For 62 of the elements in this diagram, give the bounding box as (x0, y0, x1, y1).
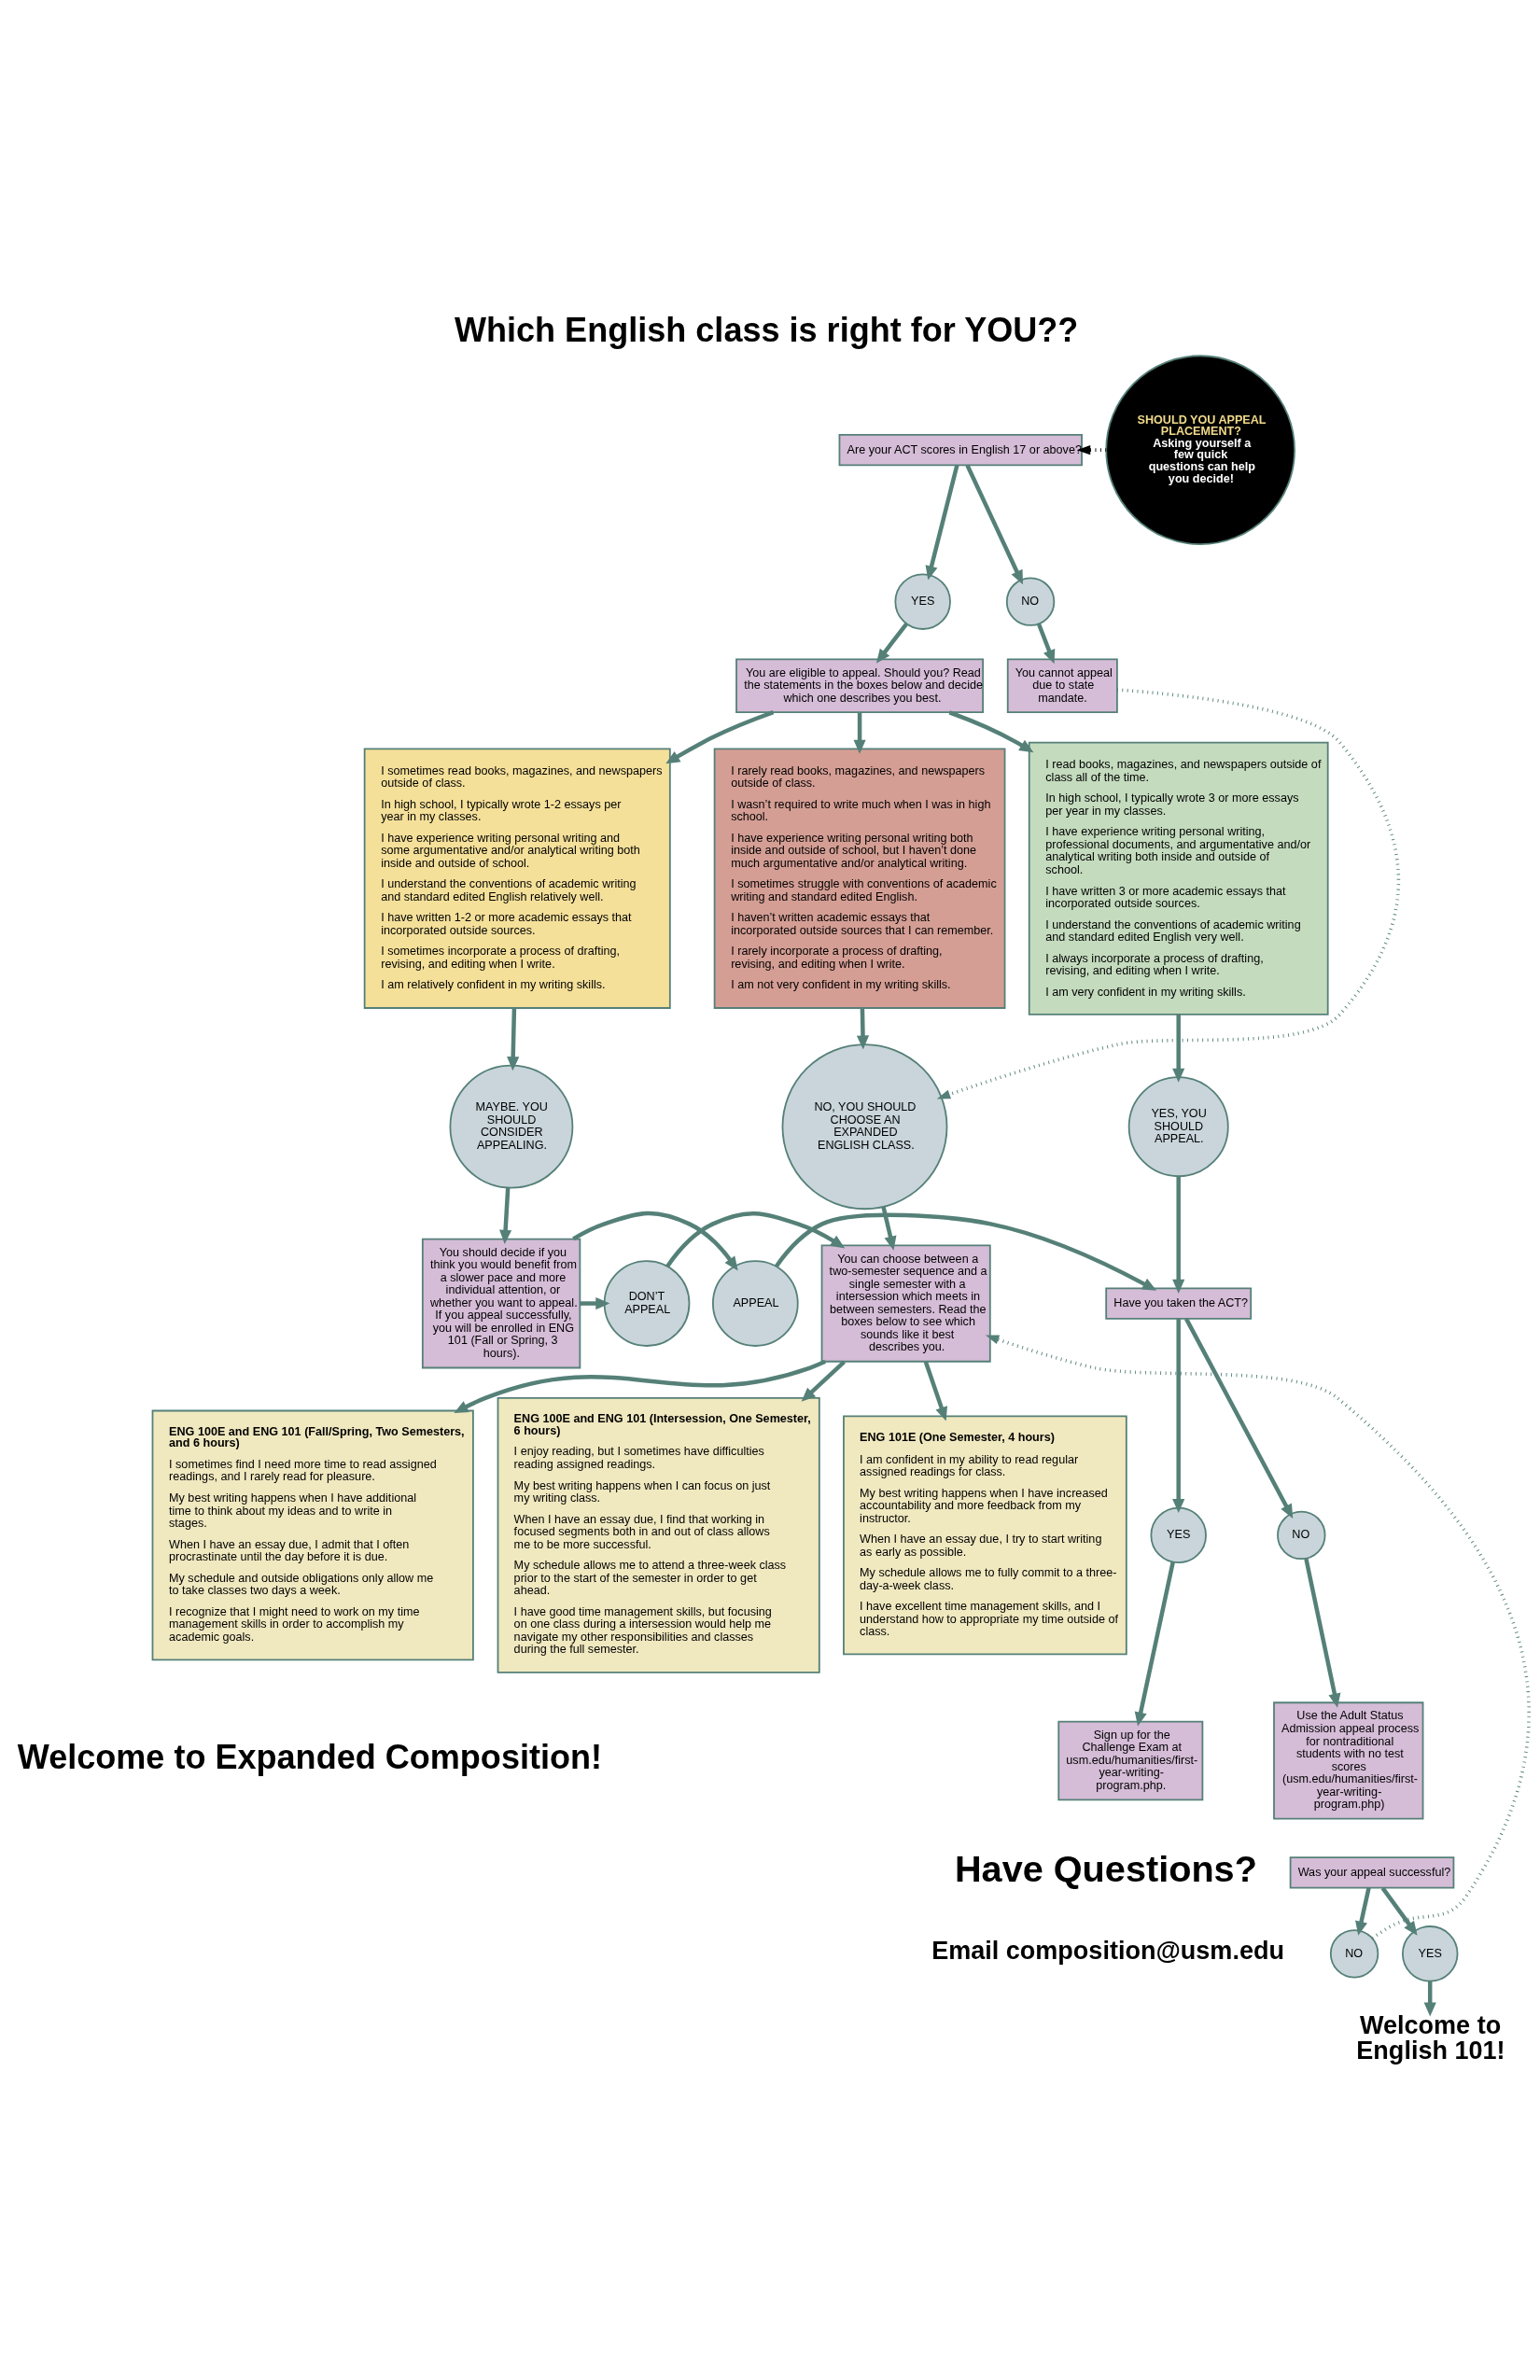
node-box: ENG 101E (One Semester, 4 hours) I am confident in my ability to read regular assigned readings for class. My best writing happens when I have increased accountability and more feedback from my instructor. When I have an essay due, I try to start writing as early as possible. My schedule allows me to fully commit to a three-day-a-week class. I have excellent time management skills, and I understand how to appropriate my time outside of class. (843, 1414, 1127, 1655)
node-text: Welcome to English 101! (1356, 2010, 1505, 2065)
label: Have Questions? (954, 1847, 1257, 1889)
node-circle: YES (894, 572, 951, 630)
arrow (454, 1359, 827, 1413)
arrow (853, 711, 866, 754)
arrow (1304, 1558, 1341, 1708)
arrow (665, 709, 775, 763)
arrow (1172, 1014, 1185, 1083)
node-box: Use the Adult Status Admission appeal process for nontraditional students with no test scores (usm.edu/humanities/first-year-writing-program.php) (1273, 1701, 1424, 1820)
arrow (1380, 1886, 1418, 1936)
arrow (985, 1334, 1531, 1939)
node-circle: NO (1329, 1928, 1379, 1979)
label: Welcome to Expanded Composition! (17, 1737, 603, 1776)
arrow (1423, 1981, 1436, 2017)
node-circle: YES (1150, 1506, 1207, 1563)
node-circle: DON’T APPEAL (603, 1259, 691, 1347)
node-circle: MAYBE. YOU SHOULD CONSIDER APPEALING. (449, 1064, 574, 1189)
node-box: ENG 100E and ENG 101 (Intersession, One Semester, 6 hours) I enjoy reading, but I sometimes have difficulties reading assigned readings. My best writing happens when I can focus on just my writing class. When I have an essay due, I find that working in focused segments both in and out of class allows me to be more successful. My schedule allows me to attend a three-week class prior to the start of the semester in order to get ahead. I have good time management skills, but focusing on one class during a intersession would help me navigate my other responsibilities and classes during the full semester. (497, 1396, 820, 1673)
arrow (1036, 623, 1056, 664)
arrow (580, 1296, 610, 1309)
arrow (665, 1211, 846, 1267)
node-box: Are your ACT scores in English 17 or above? (838, 433, 1083, 466)
node-circle: APPEAL (712, 1259, 799, 1347)
node-box: You should decide if you think you would benefit from a slower pace and more individual attention, or whether you want to appeal. If you appeal successfully, you will be enrolled in ENG 101 (Fall or Spring, 3 hours). (421, 1238, 581, 1368)
arrow (875, 622, 909, 664)
node-circle: YES (1401, 1925, 1459, 1982)
node-box: You cannot appeal due to state mandate. (1006, 658, 1118, 713)
arrow (936, 687, 1401, 1099)
arrow (965, 464, 1023, 584)
node-box: I rarely read books, magazines, and newspapers outside of class. I wasn’t required to write much when I was in high school. I have experience writing personal writing both inside and outside of school, but I haven’t done much argumentative and/or analytical writing. I sometimes struggle with conventions of academic writing and standard edited English. I haven’t written academic essays that incorporated outside sources that I can remember. I rarely incorporate a process of drafting, revising, and editing when I write. I am not very confident in my writing skills. (713, 748, 1006, 1009)
arrow (774, 1212, 1157, 1291)
node-box: You can choose between a two-semester sequence and a single semester with a intersession which meets in between semesters. Read the boxes below to see which sounds like it best describes you. (820, 1243, 991, 1363)
arrow (1355, 1886, 1371, 1936)
arrow (856, 1007, 870, 1050)
arrow (948, 709, 1034, 752)
node-circle: SHOULD YOU APPEAL PLACEMENT? Asking yourself a few quick questions can help you decide! (1105, 354, 1295, 545)
node-box: You are eligible to appeal. Should you? Read the statements in the boxes below and decide which one describes you best. (735, 658, 985, 713)
node-box: Have you taken the ACT? (1105, 1286, 1253, 1320)
node-box: I read books, magazines, and newspapers outside of class all of the time. In high school, I typically wrote 3 or more essays per year in my classes. I have experience writing personal writing, professional documents, and argumentative and/or analytical writing both inside and outside of school. I have written 3 or more academic essays that incorporated outside sources. I understand the conventions of academic writing and standard edited English very well. I always incorporate a process of drafting, revising, and editing when I write. I am very confident in my writing skills. (1028, 741, 1329, 1015)
diagram-title: Which English class is right for YOU?? (454, 310, 1079, 349)
node-box: ENG 100E and ENG 101 (Fall/Spring, Two Semesters, and 6 hours) I sometimes find I need more time to read assigned readings, and I rarely read for pleasure. My best writing happens when I have additional time to think about my ideas and to write in stages. When I have an essay due, I admit that I often procrastinate until the day before it is due. My schedule and outside obligations only allow me to take classes two days a week. I recognize that I might need to work on my time management skills in order to accomplish my academic goals. (151, 1409, 474, 1660)
arrow (1172, 1318, 1185, 1513)
label: Email composition@usm.edu (931, 1936, 1284, 1965)
arrow (507, 1007, 520, 1071)
arrow (1134, 1561, 1175, 1727)
node-circle: NO, YOU SHOULD CHOOSE AN EXPANDED ENGLISH CLASS. (781, 1043, 948, 1210)
arrow (801, 1359, 846, 1402)
node-circle: NO (1005, 576, 1056, 626)
arrow (881, 1206, 897, 1251)
node-box: I sometimes read books, magazines, and newspapers outside of class. In high school, I typically wrote 1-2 essays per year in my classes. I have experience writing personal writing and some argumentative and/or analytical writing both inside and outside of school. I understand the conventions of academic writing and standard edited English relatively well. I have written 1-2 or more academic essays that incorporated outside sources. I sometimes incorporate a process of drafting, revising, and editing when I write. I am relatively confident in my writing skills. (363, 748, 671, 1009)
arrow (572, 1211, 738, 1271)
node-circle: NO (1277, 1510, 1326, 1560)
node-circle: YES, YOU SHOULD APPEAL. (1127, 1075, 1229, 1177)
arrow (1076, 444, 1107, 455)
arrow (1172, 1175, 1185, 1294)
arrow (923, 1360, 947, 1421)
arrow (925, 464, 959, 581)
node-box: Sign up for the Challenge Exam at usm.edu/humanities/first-year-writing-program.php. (1057, 1720, 1204, 1800)
node-box: Was your appeal successful? (1289, 1855, 1455, 1888)
arrow (499, 1187, 512, 1244)
arrow (1183, 1317, 1294, 1519)
